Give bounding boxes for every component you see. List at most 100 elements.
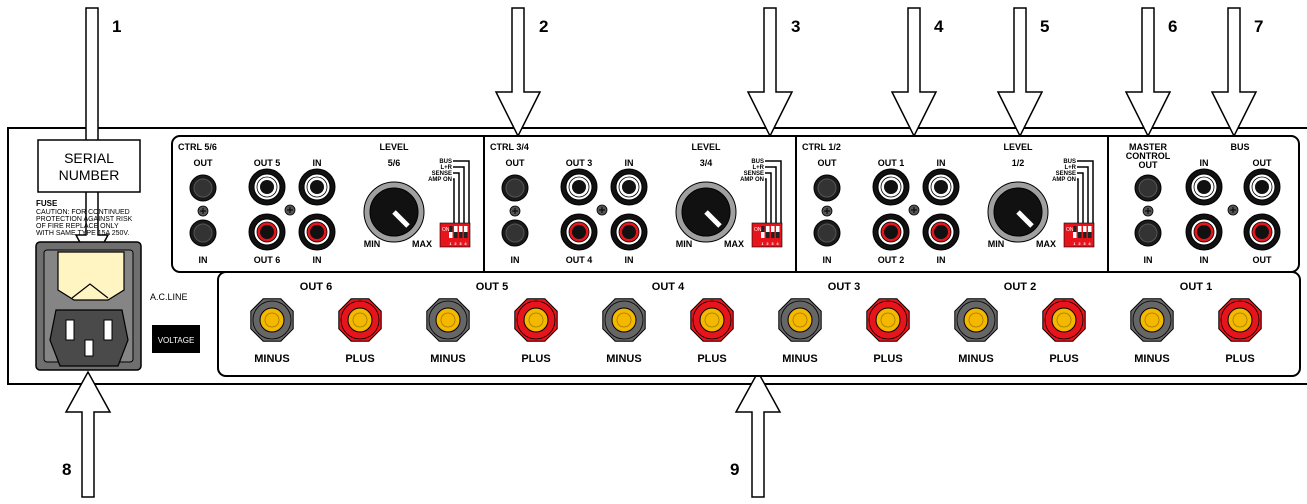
callout-arrow-5 [996, 7, 1044, 138]
rca-in-jack-red[interactable] [610, 213, 648, 251]
out-label-bottom: OUT 2 [878, 255, 905, 265]
level-knob[interactable] [675, 181, 737, 243]
serial-label-line1: SERIAL [64, 150, 114, 166]
bus-out-label-top: OUT [1253, 158, 1273, 168]
level-max-label: MAX [724, 239, 744, 249]
in-label-top: IN [937, 158, 946, 168]
rca-out-jack-white[interactable] [560, 168, 598, 206]
rca-out-jack-red[interactable] [248, 213, 286, 251]
callout-arrow-3 [746, 7, 794, 138]
dip-label: AMP ON [1052, 177, 1076, 183]
level-max-label: MAX [1036, 239, 1056, 249]
master-control-section: MASTER CONTROL OUT IN BUS IN OUT IN OUT [1126, 142, 1272, 265]
dip-on-label: ON [1066, 227, 1074, 233]
level-min-label: MIN [988, 239, 1005, 249]
iec-socket[interactable] [49, 309, 129, 367]
rca-out-jack-red[interactable] [560, 213, 598, 251]
speaker-output-label: OUT 5 [476, 281, 508, 293]
rca-in-jack-red[interactable] [298, 213, 336, 251]
ctrl-out-jack[interactable] [813, 174, 841, 202]
dip-label: L+R [1064, 165, 1076, 171]
plus-label: PLUS [345, 353, 374, 365]
bus-in-jack-red[interactable] [1185, 213, 1223, 251]
dip-label: BUS [1063, 159, 1076, 165]
level-title: LEVEL [691, 142, 721, 152]
fuse-title: FUSE [36, 199, 58, 208]
minus-label: MINUS [1134, 353, 1169, 365]
binding-post-minus[interactable] [954, 298, 998, 342]
binding-post-plus[interactable] [338, 298, 382, 342]
rca-in-jack-red[interactable] [922, 213, 960, 251]
bus-out-jack-white[interactable] [1243, 168, 1281, 206]
power-inlet[interactable] [35, 241, 142, 371]
binding-post-minus[interactable] [602, 298, 646, 342]
out-label-bottom: OUT 6 [254, 255, 281, 265]
serial-label-line2: NUMBER [59, 167, 120, 183]
master-title-line1: MASTER [1129, 142, 1168, 152]
ctrl-in-jack[interactable] [501, 219, 529, 247]
speaker-output-label: OUT 3 [828, 281, 860, 293]
voltage-selector[interactable]: VOLTAGE [152, 325, 200, 353]
rca-in-jack-white[interactable] [298, 168, 336, 206]
binding-post-plus[interactable] [1042, 298, 1086, 342]
binding-post-minus[interactable] [1130, 298, 1174, 342]
level-title: LEVEL [1003, 142, 1033, 152]
level-min-label: MIN [676, 239, 693, 249]
fuse-holder[interactable] [57, 251, 125, 301]
plus-label: PLUS [1049, 353, 1078, 365]
binding-post-plus[interactable] [1218, 298, 1262, 342]
rca-in-jack-white[interactable] [922, 168, 960, 206]
minus-label: MINUS [254, 353, 289, 365]
ctrl-title: CTRL 3/4 [490, 142, 529, 152]
binding-post-minus[interactable] [250, 298, 294, 342]
level-channel: 5/6 [388, 158, 401, 168]
minus-label: MINUS [782, 353, 817, 365]
level-knob[interactable] [987, 181, 1049, 243]
master-out-jack[interactable] [1134, 174, 1162, 202]
ctrl-in-jack[interactable] [813, 219, 841, 247]
ctrl-in-jack[interactable] [189, 219, 217, 247]
rca-in-jack-white[interactable] [610, 168, 648, 206]
dip-on-label: ON [442, 227, 450, 233]
dip-label: SENSE [1056, 171, 1076, 177]
dip-leader-line [765, 160, 782, 232]
ctrl-out-label: OUT [818, 158, 838, 168]
callout-arrow-9 [734, 370, 782, 498]
voltage-label: VOLTAGE [158, 336, 195, 345]
callout-arrow-7 [1210, 7, 1258, 138]
dip-leader-line [1077, 172, 1084, 232]
callout-number: 7 [1254, 17, 1263, 36]
in-label-bottom: IN [313, 255, 322, 265]
rca-out-jack-red[interactable] [872, 213, 910, 251]
ctrl-out-jack[interactable] [501, 174, 529, 202]
binding-post-plus[interactable] [866, 298, 910, 342]
ctrl-title: CTRL 1/2 [802, 142, 841, 152]
speaker-output-label: OUT 4 [652, 281, 685, 293]
dip-leader-line [453, 178, 455, 232]
binding-post-plus[interactable] [690, 298, 734, 342]
master-in-jack[interactable] [1134, 219, 1162, 247]
bus-out-jack-red[interactable] [1243, 213, 1281, 251]
dip-leader-line [453, 172, 460, 232]
dip-label: BUS [439, 159, 452, 165]
ctrl-title: CTRL 5/6 [178, 142, 217, 152]
binding-post-plus[interactable] [514, 298, 558, 342]
callout-number: 4 [934, 17, 944, 36]
dip-number: 3 [459, 241, 462, 246]
rca-out-jack-white[interactable] [248, 168, 286, 206]
ctrl-out-jack[interactable] [189, 174, 217, 202]
bus-in-jack-white[interactable] [1185, 168, 1223, 206]
minus-label: MINUS [606, 353, 641, 365]
rca-out-jack-white[interactable] [872, 168, 910, 206]
binding-post-minus[interactable] [426, 298, 470, 342]
level-knob[interactable] [363, 181, 425, 243]
level-channel: 1/2 [1012, 158, 1025, 168]
dip-number: 3 [1083, 241, 1086, 246]
binding-post-minus[interactable] [778, 298, 822, 342]
